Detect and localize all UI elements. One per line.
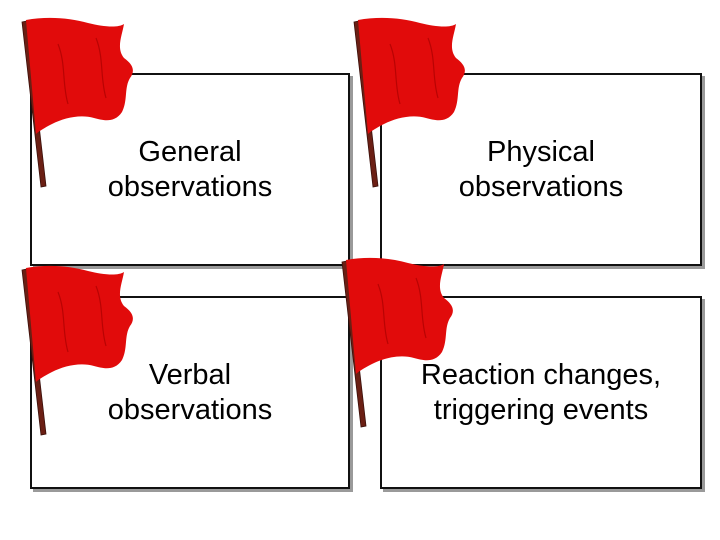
card-label-general-observations: General observations [107, 136, 273, 203]
red-flag-icon [341, 257, 453, 428]
red-flag-icon [21, 17, 133, 188]
card-label-physical-observations: Physical observations [458, 136, 624, 203]
card-label-reaction-changes: Reaction changes, triggering events [420, 359, 662, 426]
red-flag-icon [21, 265, 133, 436]
card-label-verbal-observations: Verbal observations [107, 359, 273, 426]
card-physical-observations [380, 73, 702, 266]
red-flag-icon [353, 17, 465, 188]
